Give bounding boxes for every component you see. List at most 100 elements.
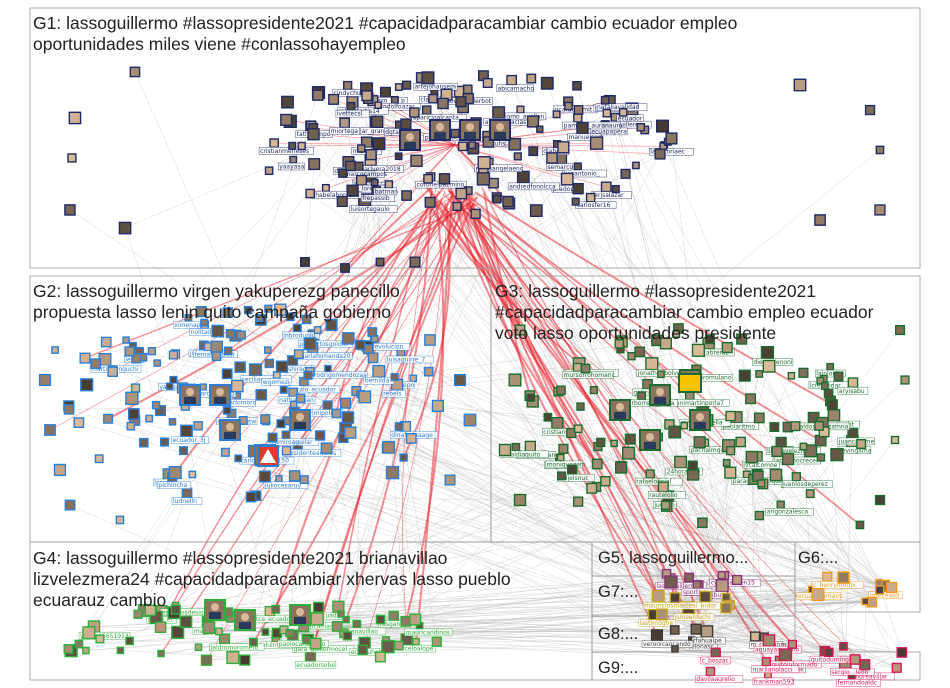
node-avatar [55, 465, 66, 476]
node [772, 447, 782, 457]
node-avatar [289, 388, 297, 396]
node [153, 402, 160, 409]
node-avatar [471, 209, 480, 218]
node-avatar [400, 454, 407, 461]
featured-node-face [296, 413, 304, 421]
node-label: wgomez_ [263, 379, 292, 386]
node-avatar [746, 394, 756, 404]
node-avatar [637, 124, 644, 131]
node-label: andredfonolcca [509, 183, 556, 190]
node [527, 74, 536, 83]
node [876, 586, 884, 594]
node-avatar [45, 425, 55, 435]
node [246, 492, 256, 502]
node-avatar [477, 173, 489, 185]
node-label: veronicaocando [643, 641, 691, 648]
node-avatar [359, 391, 371, 403]
node [301, 258, 310, 267]
node-avatar [838, 572, 849, 583]
node [688, 461, 697, 470]
node-avatar [323, 401, 332, 410]
node-avatar [739, 370, 750, 381]
node [383, 442, 395, 454]
node [337, 197, 347, 207]
node [822, 383, 828, 389]
node [368, 353, 377, 362]
node-avatar [368, 328, 376, 336]
node-avatar [169, 467, 181, 479]
node-avatar [65, 500, 75, 510]
node-avatar [763, 361, 775, 373]
node-label: unimartinporla7 [676, 400, 724, 407]
node-avatar [525, 441, 535, 451]
node-avatar [69, 112, 80, 123]
node-avatar [126, 637, 133, 644]
node-label: frankman593 [754, 678, 794, 685]
node-avatar [140, 439, 148, 447]
node-avatar [181, 425, 192, 436]
node-avatar [277, 420, 285, 428]
node [329, 95, 339, 105]
node-avatar [577, 403, 584, 410]
node-label: frepassib [362, 195, 390, 202]
node [514, 153, 521, 160]
node-avatar [721, 603, 731, 613]
node [169, 467, 181, 479]
node-avatar [212, 352, 220, 360]
node-label: fernandoaldc [838, 680, 877, 687]
node [433, 401, 444, 412]
node [736, 437, 745, 446]
badge-tile [679, 374, 701, 392]
node [68, 154, 76, 162]
featured-node-body [404, 142, 416, 149]
node-avatar [860, 660, 870, 670]
node [321, 443, 331, 453]
node-avatar [286, 630, 293, 637]
node [544, 414, 551, 421]
node-avatar [628, 353, 635, 360]
node [862, 598, 869, 605]
featured-node-face [436, 123, 444, 131]
node-avatar [478, 157, 490, 169]
node [901, 376, 909, 384]
node-avatar [304, 371, 312, 379]
node [395, 641, 403, 649]
node-avatar [815, 422, 823, 430]
node-avatar [410, 108, 419, 117]
node-avatar [432, 637, 441, 646]
node [146, 415, 152, 421]
node-avatar [812, 589, 824, 601]
node [626, 434, 636, 444]
node-avatar [724, 460, 730, 466]
node-avatar [681, 423, 687, 429]
node-avatar [876, 580, 882, 586]
node-label: pichincha [158, 482, 187, 489]
node-avatar [308, 129, 319, 140]
node-avatar [358, 145, 365, 152]
node-avatar [464, 85, 472, 93]
node [825, 648, 833, 656]
featured-node-face [646, 433, 654, 441]
node-label: arigonzalesca [767, 509, 809, 516]
node [746, 394, 756, 404]
node [358, 645, 367, 654]
node-avatar [662, 501, 670, 509]
node-avatar [559, 445, 568, 454]
node [657, 120, 669, 132]
node-avatar [509, 374, 521, 386]
node [362, 91, 372, 101]
node-avatar [261, 415, 270, 424]
node-avatar [701, 626, 712, 637]
node [818, 454, 825, 461]
node [669, 426, 680, 437]
node-label: yaayasa [279, 164, 304, 171]
node-avatar [693, 581, 700, 588]
node [577, 403, 584, 410]
node [724, 460, 730, 466]
node-avatar [156, 622, 166, 632]
node-label: carlosfer16 [577, 202, 611, 209]
node [64, 405, 73, 414]
node-avatar [818, 454, 825, 461]
node [119, 222, 130, 233]
node [621, 170, 630, 179]
